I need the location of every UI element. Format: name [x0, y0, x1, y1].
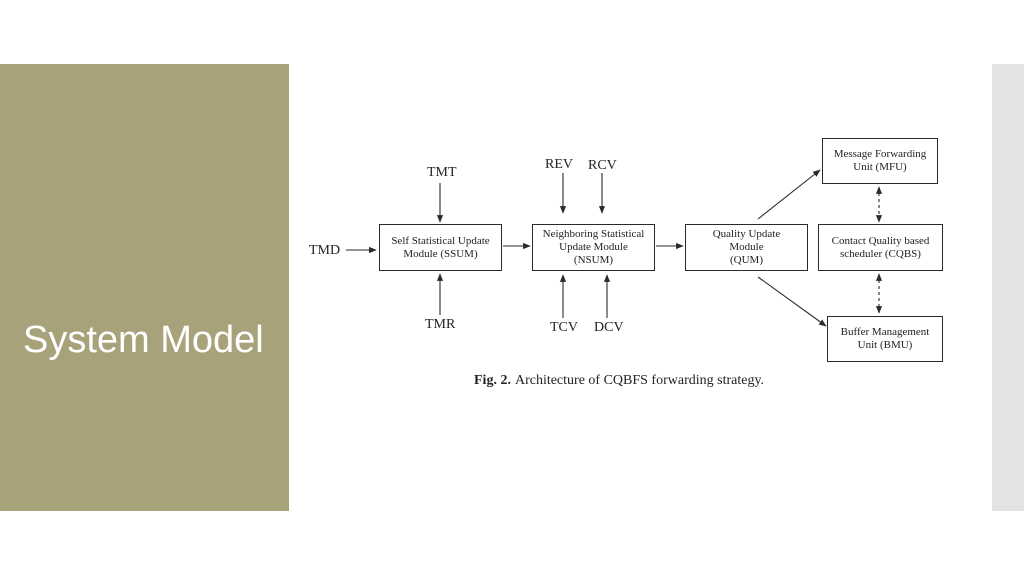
label-rcv: RCV: [588, 158, 617, 173]
nsum-box: Neighboring Statistical Update Module (N…: [532, 224, 655, 271]
cqbs-box: Contact Quality based scheduler (CQBS): [818, 224, 943, 271]
label-dcv: DCV: [594, 320, 624, 335]
caption-label: Fig. 2.: [474, 373, 511, 388]
label-tmd: TMD: [309, 243, 341, 258]
slide-title: System Model: [23, 319, 264, 361]
arrow-qum-bmu: [757, 276, 827, 327]
diagram-arrows: [346, 169, 883, 327]
bmu-box: Buffer Management Unit (BMU): [827, 316, 943, 362]
right-scroll-strip: [992, 64, 1024, 511]
title-panel: System Model: [0, 64, 289, 511]
caption-text: Architecture of CQBFS forwarding strateg…: [514, 373, 765, 388]
mfu-box: Message Forwarding Unit (MFU): [822, 138, 938, 184]
label-tmt: TMT: [427, 165, 457, 180]
arrow-qum-mfu: [757, 169, 821, 220]
figure-caption: Fig. 2.Architecture of CQBFS forwarding …: [474, 373, 764, 389]
label-tcv: TCV: [550, 320, 578, 335]
qum-box: Quality Update Module (QUM): [685, 224, 808, 271]
label-rev: REV: [545, 157, 573, 172]
ssum-box: Self Statistical Update Module (SSUM): [379, 224, 502, 271]
label-tmr: TMR: [425, 317, 456, 332]
architecture-figure: Self Statistical Update Module (SSUM) Ne…: [300, 125, 960, 405]
